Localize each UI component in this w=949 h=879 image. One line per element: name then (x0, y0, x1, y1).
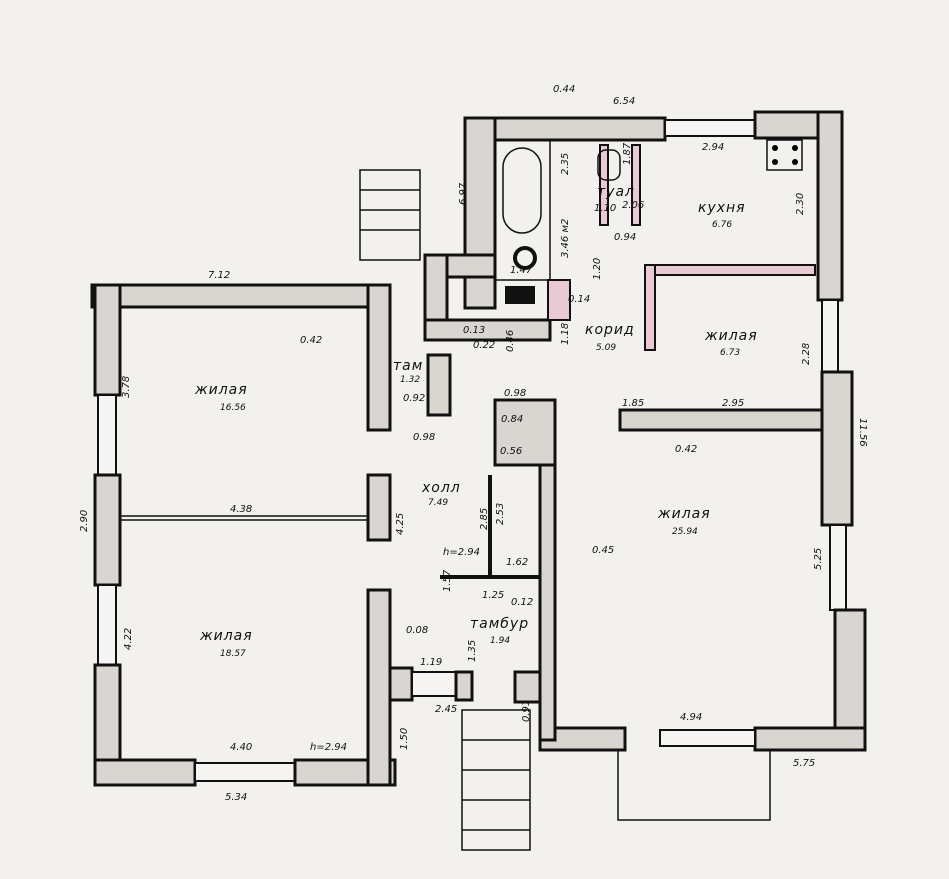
toilet-icon (597, 149, 621, 181)
dim: 4.40 (230, 742, 252, 753)
dim: 0.98 (413, 432, 435, 443)
dim: 2.06 (622, 200, 644, 211)
dim: 6.97 (458, 182, 469, 205)
dim: 2.53 (495, 503, 506, 525)
dim: 4.94 (680, 712, 702, 723)
walls (90, 110, 867, 787)
area: 5.09 (596, 343, 616, 353)
dim: 2.94 (702, 142, 724, 153)
dim: 0.14 (568, 294, 590, 305)
dim: 4.22 (123, 628, 134, 650)
dim: 2.30 (795, 193, 806, 215)
dim: 2.85 (479, 508, 490, 530)
dim: 0.13 (463, 325, 485, 336)
dim: 1.57 (442, 569, 453, 592)
dim: 0.94 (614, 232, 636, 243)
dim: 1.19 (420, 657, 442, 668)
boiler-icon (513, 246, 537, 270)
dim: 1.25 (482, 590, 504, 601)
room-name: холл (421, 480, 461, 496)
area: 16.56 (220, 403, 246, 413)
area: 6.73 (720, 348, 740, 358)
area: 1.94 (490, 636, 510, 646)
dim: 2.45 (435, 704, 457, 715)
dim: 11.56 (857, 418, 868, 447)
dim: 5.25 (813, 548, 824, 570)
area: 1.32 (400, 375, 420, 385)
dim: 0.98 (504, 388, 526, 399)
dim: 0.56 (500, 446, 522, 457)
dim: 0.12 (511, 597, 533, 608)
dim: 6.54 (613, 96, 635, 107)
dim: 0.44 (553, 84, 575, 95)
dim: 1.47 (510, 265, 533, 276)
dim: 0.92 (403, 393, 425, 404)
room-name: туал (597, 184, 635, 200)
dim: 2.90 (79, 510, 90, 532)
fixtures (494, 139, 803, 304)
labels: 0.44 6.54 6.97 2.35 1.87 туал 1.10 2.06 … (79, 84, 868, 803)
dim: 1.10 (594, 203, 616, 214)
room-name: жилая (657, 506, 711, 522)
dim: h=2.94 (310, 742, 347, 753)
room-name: корид (585, 322, 635, 338)
room-name: тамбур (470, 616, 529, 632)
dim: 1.87 (622, 142, 633, 165)
area: 6.76 (712, 220, 732, 230)
dim: 1.85 (622, 398, 644, 409)
dim: 1.35 (467, 640, 478, 662)
dim: 0.22 (473, 340, 495, 351)
room-name: кухня (698, 200, 746, 216)
room-name: там (393, 358, 423, 374)
dim: 1.50 (399, 728, 410, 750)
dim: 0.42 (675, 444, 697, 455)
dim: 1.20 (592, 258, 603, 280)
dim: 4.25 (395, 513, 406, 535)
dim: 0.45 (592, 545, 614, 556)
dim: 0.42 (300, 335, 322, 346)
dim: 4.38 (230, 504, 252, 515)
dim: 0.08 (406, 625, 428, 636)
room-name: жилая (704, 328, 758, 344)
dim: 0.84 (501, 414, 523, 425)
dim: h=2.94 (443, 547, 480, 558)
dim: 2.35 (560, 153, 571, 175)
dim: 0.91 (521, 700, 532, 722)
dim: 1.62 (506, 557, 528, 568)
dim: 2.95 (722, 398, 744, 409)
dim: 0.46 (505, 330, 516, 352)
dim: 3.78 (121, 376, 132, 398)
dim: 2.28 (801, 343, 812, 365)
area: 18.57 (220, 649, 246, 659)
dim: 7.12 (208, 270, 230, 281)
stove-icon (505, 286, 535, 304)
dim: 5.34 (225, 792, 247, 803)
room-name: жилая (194, 382, 248, 398)
stairs-and-porches (359, 169, 771, 851)
bath-icon (494, 139, 551, 281)
dim: 1.18 (560, 323, 571, 345)
dim: 5.75 (793, 758, 815, 769)
area: 3.46 м2 (560, 219, 571, 258)
area: 7.49 (428, 498, 448, 508)
room-name: жилая (199, 628, 253, 644)
cooktop-icon (766, 139, 803, 171)
area: 25.94 (672, 527, 698, 537)
